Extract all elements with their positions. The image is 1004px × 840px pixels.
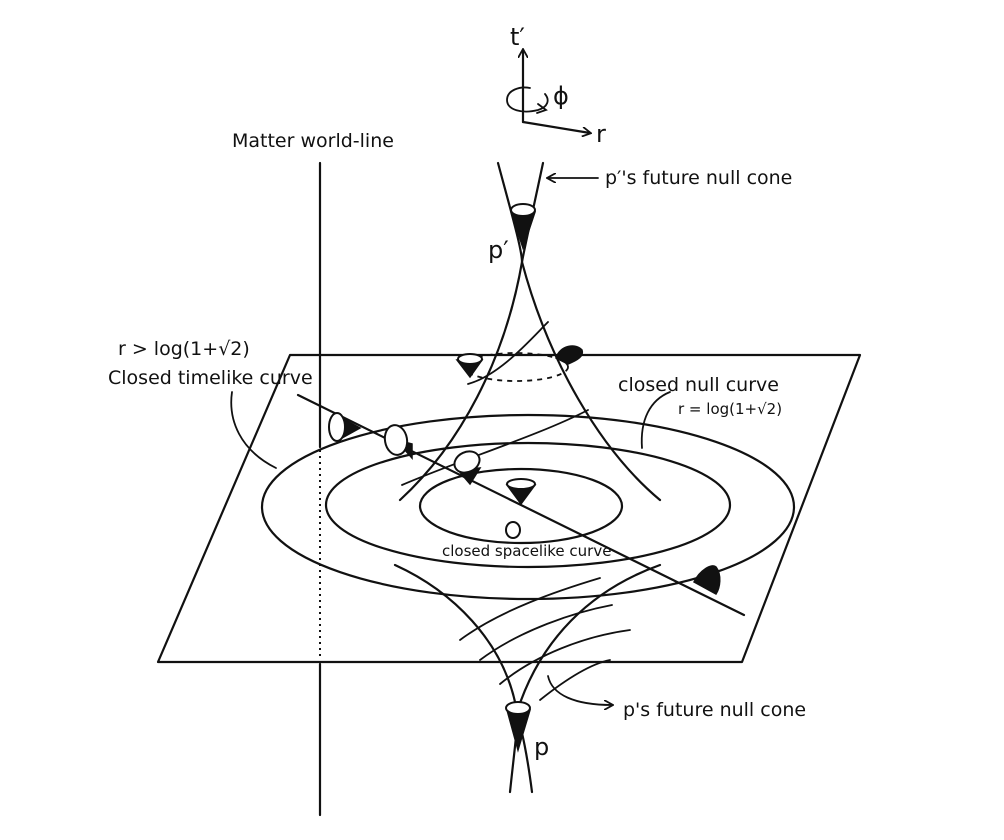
ctc-condition-label: r > log(1+√2) xyxy=(118,338,250,360)
phi-rotation-arrowhead xyxy=(536,103,548,114)
spatial-plane xyxy=(156,353,862,664)
p-light-cone xyxy=(505,701,532,753)
p-cone-leader xyxy=(547,675,612,705)
p-prime-future-cone-label: p′'s future null cone xyxy=(605,167,792,189)
t-axis-label: t′ xyxy=(510,23,525,51)
outer-cone-right xyxy=(693,565,721,595)
p-prime-label: p′ xyxy=(488,236,509,264)
p-prime-light-cone xyxy=(509,203,537,251)
p-future-cone-label: p's future null cone xyxy=(623,699,806,721)
axis-indicator: t′ ϕ r xyxy=(506,23,606,148)
center-cone xyxy=(505,478,537,506)
closed-timelike-curve-ellipse xyxy=(260,413,796,601)
matter-world-line-label: Matter world-line xyxy=(232,130,394,152)
timelike-leader xyxy=(230,391,277,469)
labels: Matter world-line p′'s future null cone … xyxy=(108,130,806,761)
rim-cone-right xyxy=(555,345,584,365)
inner-cone-tilted xyxy=(453,450,482,486)
closed-null-curve-label: closed null curve xyxy=(618,374,779,396)
closed-null-curve-ellipse xyxy=(324,441,732,569)
r-axis xyxy=(521,120,590,133)
null-curve-leader xyxy=(640,391,671,449)
center-small-ellipse xyxy=(505,521,521,539)
rim-cone-left xyxy=(455,353,484,379)
null-curve-cone xyxy=(383,424,413,460)
null-condition-label: r = log(1+√2) xyxy=(678,400,782,418)
phi-rotation-arrow xyxy=(506,86,549,113)
closed-timelike-curve-label: Closed timelike curve xyxy=(108,367,313,389)
closed-spacelike-curve-label: closed spacelike curve xyxy=(442,542,611,560)
p-label: p xyxy=(534,733,549,761)
phi-label: ϕ xyxy=(553,82,569,110)
p-future-null-cone xyxy=(393,563,662,794)
r-axis-label: r xyxy=(596,120,606,148)
leader-lines xyxy=(230,178,671,705)
outer-cone-left xyxy=(328,412,362,442)
closed-spacelike-curve-ellipse xyxy=(418,467,624,545)
light-cones xyxy=(328,203,721,753)
